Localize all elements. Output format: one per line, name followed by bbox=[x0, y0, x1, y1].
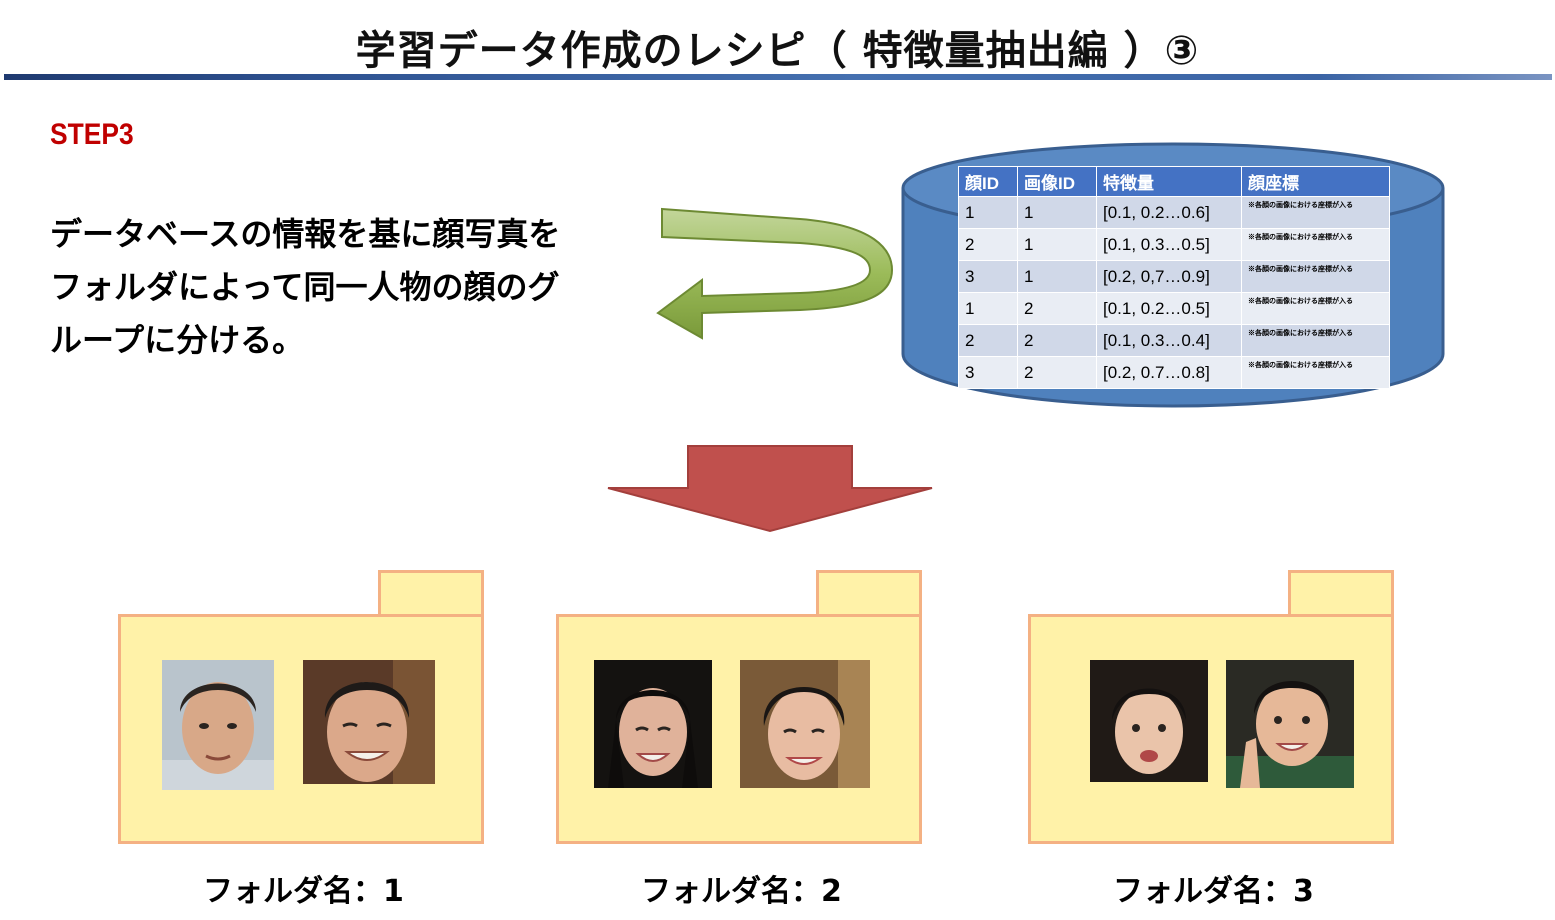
column-header: 顔座標 bbox=[1241, 166, 1390, 197]
table-header-row: 顔ID 画像ID 特徴量 顔座標 bbox=[958, 166, 1390, 197]
cell-image-id: 2 bbox=[1017, 324, 1097, 357]
table-row: 2 1 [0.1, 0.3…0.5] ※各顔の画像における座標が入る bbox=[958, 228, 1390, 261]
cell-feature: [0.1, 0.3…0.4] bbox=[1096, 324, 1242, 357]
cell-image-id: 2 bbox=[1017, 356, 1097, 389]
cell-coord: ※各顔の画像における座標が入る bbox=[1241, 228, 1390, 261]
table-row: 1 1 [0.1, 0.2…0.6] ※各顔の画像における座標が入る bbox=[958, 196, 1390, 229]
step-description: データベースの情報を基に顔写真を フォルダによって同一人物の顔のグ ループに分け… bbox=[50, 208, 690, 367]
column-header: 顔ID bbox=[958, 166, 1018, 197]
cell-image-id: 1 bbox=[1017, 228, 1097, 261]
face-photo bbox=[740, 660, 870, 788]
cell-feature: [0.1, 0.3…0.5] bbox=[1096, 228, 1242, 261]
cell-face-id: 2 bbox=[958, 228, 1018, 261]
cell-image-id: 1 bbox=[1017, 260, 1097, 293]
column-header: 画像ID bbox=[1017, 166, 1097, 197]
folder-label-2: フォルダ名：2 bbox=[641, 874, 842, 909]
cell-face-id: 2 bbox=[958, 324, 1018, 357]
cell-feature: [0.2, 0.7…0.8] bbox=[1096, 356, 1242, 389]
cell-coord: ※各顔の画像における座標が入る bbox=[1241, 292, 1390, 325]
folder-tab bbox=[1288, 570, 1394, 620]
table-row: 3 1 [0.2, 0,7…0.9] ※各顔の画像における座標が入る bbox=[958, 260, 1390, 293]
cell-coord: ※各顔の画像における座標が入る bbox=[1241, 324, 1390, 357]
description-line: データベースの情報を基に顔写真を bbox=[50, 215, 561, 253]
folder-tab bbox=[816, 570, 922, 620]
table-row: 3 2 [0.2, 0.7…0.8] ※各顔の画像における座標が入る bbox=[958, 356, 1390, 389]
column-header: 特徴量 bbox=[1096, 166, 1242, 197]
folder-label-1: フォルダ名：1 bbox=[203, 874, 404, 909]
down-arrow-icon bbox=[607, 445, 933, 533]
cell-coord: ※各顔の画像における座標が入る bbox=[1241, 356, 1390, 389]
cell-face-id: 1 bbox=[958, 196, 1018, 229]
step-label: STEP3 bbox=[50, 118, 134, 151]
cell-face-id: 3 bbox=[958, 260, 1018, 293]
cell-image-id: 2 bbox=[1017, 292, 1097, 325]
table-row: 1 2 [0.1, 0.2…0.5] ※各顔の画像における座標が入る bbox=[958, 292, 1390, 325]
cell-face-id: 3 bbox=[958, 356, 1018, 389]
table-row: 2 2 [0.1, 0.3…0.4] ※各顔の画像における座標が入る bbox=[958, 324, 1390, 357]
cell-image-id: 1 bbox=[1017, 196, 1097, 229]
description-line: フォルダによって同一人物の顔のグ bbox=[50, 268, 560, 306]
folder-tab bbox=[378, 570, 484, 620]
face-photo bbox=[1226, 660, 1354, 788]
face-photo bbox=[162, 660, 274, 790]
cell-feature: [0.2, 0,7…0.9] bbox=[1096, 260, 1242, 293]
cell-feature: [0.1, 0.2…0.6] bbox=[1096, 196, 1242, 229]
folder-label-3: フォルダ名：3 bbox=[1113, 874, 1314, 909]
cell-coord: ※各顔の画像における座標が入る bbox=[1241, 196, 1390, 229]
cell-face-id: 1 bbox=[958, 292, 1018, 325]
feature-table: 顔ID 画像ID 特徴量 顔座標 1 1 [0.1, 0.2…0.6] ※各顔の… bbox=[958, 166, 1390, 389]
face-photo bbox=[1090, 660, 1208, 782]
cell-feature: [0.1, 0.2…0.5] bbox=[1096, 292, 1242, 325]
curved-return-arrow-icon bbox=[656, 207, 894, 340]
face-photo bbox=[303, 660, 435, 784]
face-photo bbox=[594, 660, 712, 788]
title-underline bbox=[4, 74, 1552, 80]
description-line: ループに分ける。 bbox=[50, 321, 305, 359]
page-title: 学習データ作成のレシピ（ 特徴量抽出編 ）③ bbox=[355, 28, 1200, 74]
cell-coord: ※各顔の画像における座標が入る bbox=[1241, 260, 1390, 293]
